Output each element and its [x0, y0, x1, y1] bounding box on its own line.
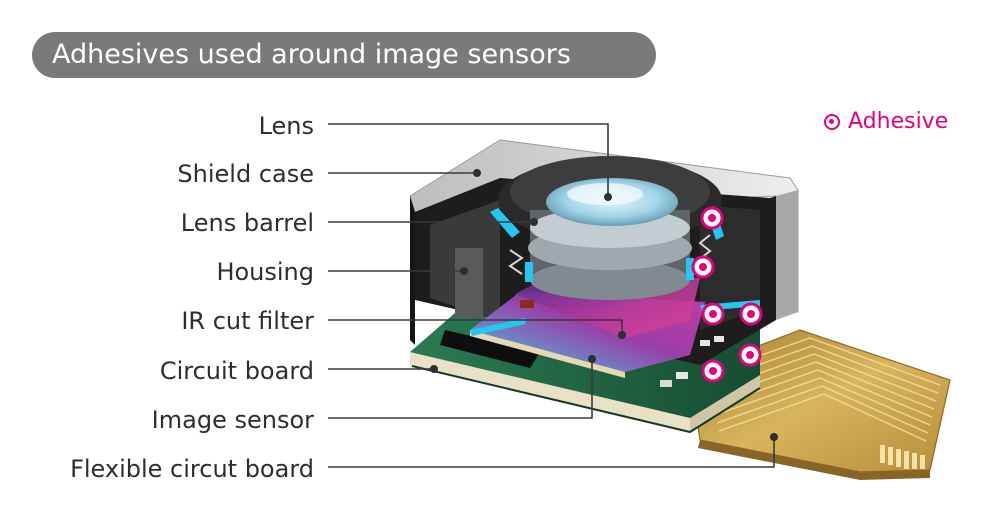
adhesive-marker-icon: [738, 343, 762, 367]
leader-dot-housing: [460, 267, 468, 275]
label-ir-cut-filter: IR cut filter: [181, 307, 314, 335]
adhesive-marker-icon: [739, 302, 763, 326]
adhesive-marker-icon: [824, 114, 840, 130]
leader-dot-circuit-board: [430, 365, 438, 373]
title-banner: Adhesives used around image sensors: [32, 32, 656, 78]
smd-components: [520, 300, 724, 387]
lens: [546, 178, 678, 226]
leader-dot-ir-cut-filter: [618, 331, 626, 339]
leader-line-ir-cut-filter: [328, 319, 623, 335]
label-lens: Lens: [258, 112, 314, 140]
label-shield-case: Shield case: [177, 160, 314, 188]
legend: Adhesive: [824, 108, 948, 136]
label-image-sensor: Image sensor: [151, 406, 314, 434]
leader-dot-shield-case: [473, 169, 481, 177]
title-text: Adhesives used around image sensors: [52, 39, 571, 70]
leader-line-flexible-circuit-board: [328, 437, 775, 468]
label-lens-barrel: Lens barrel: [180, 209, 314, 237]
leader-dot-lens: [604, 193, 612, 201]
label-housing: Housing: [216, 258, 314, 286]
adhesive-marker-icon: [701, 359, 725, 383]
leader-dot-flexible-circuit-board: [770, 433, 778, 441]
leader-line-image-sensor: [328, 359, 593, 419]
leader-line-lens: [328, 123, 609, 197]
adhesive-markers: [691, 206, 763, 383]
adhesive-marker-icon: [701, 302, 725, 326]
label-circuit-board: Circuit board: [159, 357, 314, 385]
adhesive-marker-icon: [700, 206, 724, 230]
label-flexible-circuit-board: Flexible circut board: [70, 455, 314, 483]
adhesive-marker-icon: [691, 255, 715, 279]
leader-dot-image-sensor: [588, 355, 596, 363]
leader-dot-lens-barrel: [530, 218, 538, 226]
legend-label: Adhesive: [848, 109, 949, 134]
